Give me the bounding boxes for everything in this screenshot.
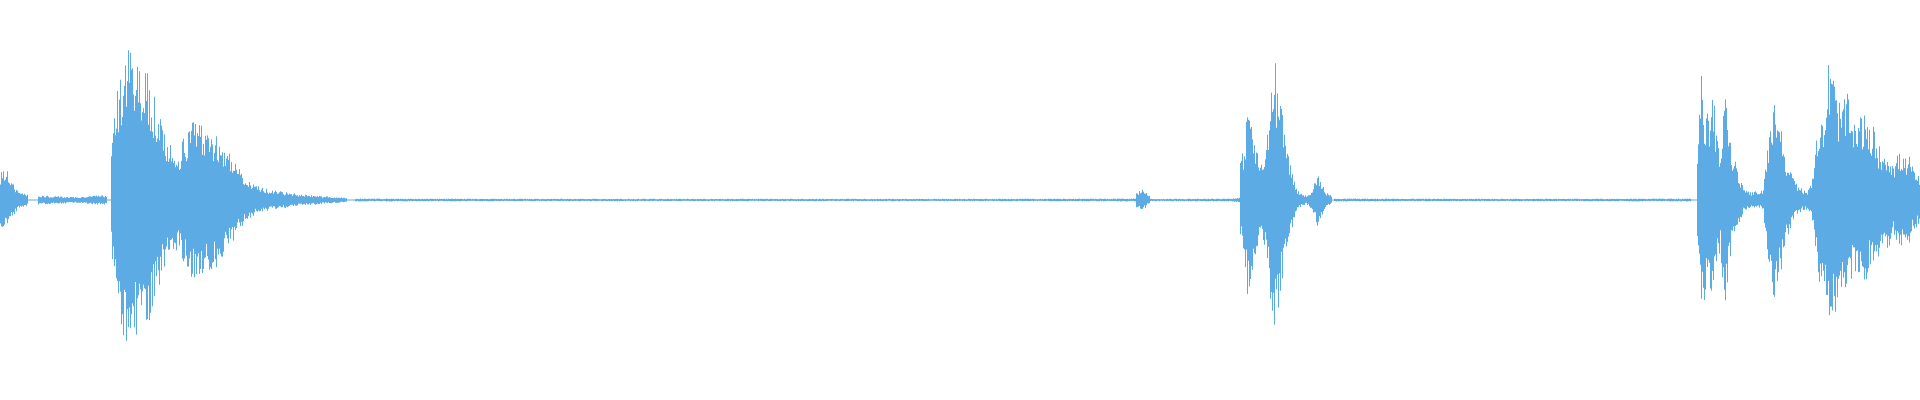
waveform-segment bbox=[1240, 63, 1332, 325]
waveform-segment bbox=[1334, 198, 1691, 202]
waveform-segment bbox=[1152, 197, 1240, 203]
waveform-track bbox=[0, 50, 1920, 341]
waveform-segment bbox=[1136, 189, 1150, 209]
waveform-segment bbox=[1697, 65, 1920, 316]
waveform-segment bbox=[0, 171, 28, 227]
waveform-segment bbox=[355, 198, 1153, 202]
waveform-segment bbox=[38, 195, 107, 205]
waveform-segment bbox=[111, 50, 347, 341]
